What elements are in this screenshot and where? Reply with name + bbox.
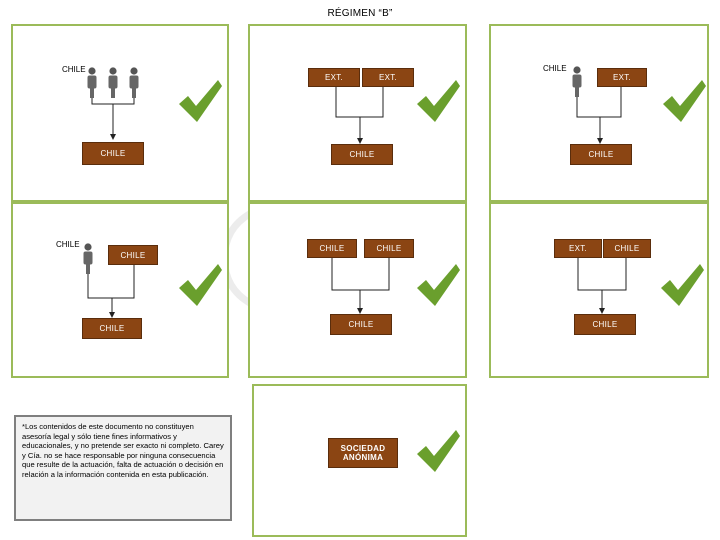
checkmark-icon [661, 264, 704, 306]
label-chile: CHILE [56, 240, 80, 249]
shareholder-box: EXT. [597, 68, 647, 87]
box-line-2: ANÓNIMA [342, 453, 384, 462]
company-box: CHILE [574, 314, 636, 335]
checkmark-icon [417, 80, 460, 122]
checkmark-icon [179, 80, 222, 122]
page-title: RÉGIMEN “B” [327, 8, 393, 19]
checkmark-icon [179, 264, 222, 306]
label-chile: CHILE [543, 64, 567, 73]
company-box: CHILE [331, 144, 393, 165]
box-line-1: SOCIEDAD [340, 444, 386, 453]
checkmark-icon [663, 80, 706, 122]
shareholder-box: CHILE [364, 239, 414, 258]
shareholder-box: EXT. [308, 68, 360, 87]
label-chile: CHILE [62, 65, 86, 74]
person-icon [129, 67, 139, 98]
company-box: CHILE [330, 314, 392, 335]
person-icon [572, 66, 582, 97]
company-box: CHILE [82, 142, 144, 165]
checkmark-icon [417, 430, 460, 472]
person-icon [87, 67, 97, 98]
shareholder-box: EXT. [554, 239, 602, 258]
company-box: CHILE [82, 318, 142, 339]
person-icon [108, 67, 118, 98]
disclaimer-note: *Los contenidos de este documento no con… [14, 415, 232, 521]
shareholder-box: EXT. [362, 68, 414, 87]
sociedad-anonima-box: SOCIEDAD ANÓNIMA [328, 438, 398, 468]
shareholder-box: CHILE [108, 245, 158, 265]
person-icon [83, 243, 93, 274]
company-box: CHILE [570, 144, 632, 165]
shareholder-box: CHILE [307, 239, 357, 258]
checkmark-icon [417, 264, 460, 306]
shareholder-box: CHILE [603, 239, 651, 258]
